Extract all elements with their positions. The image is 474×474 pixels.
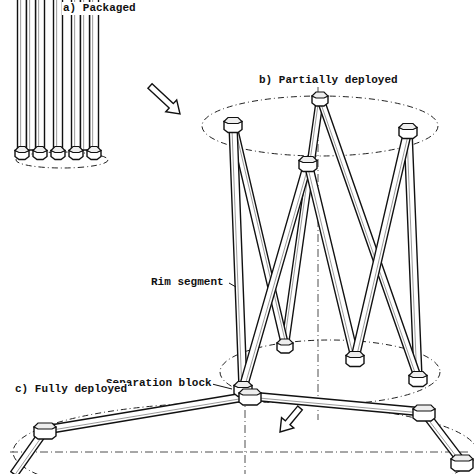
leader-line [212, 384, 232, 389]
block-top [277, 339, 293, 345]
segment-edge [244, 163, 309, 388]
block-top [34, 423, 56, 429]
rim-segment [27, 0, 36, 150]
rim-segment [44, 392, 250, 434]
block-top [399, 124, 417, 130]
segment-edge [38, 0, 39, 150]
block-top [312, 92, 328, 98]
block-top [51, 147, 65, 153]
block-top [33, 147, 47, 153]
segment-edge [20, 0, 21, 150]
stage-caption: c) Fully deployed [14, 383, 128, 396]
stage-caption: b) Partially deployed [258, 74, 399, 87]
rim-segment [351, 129, 412, 359]
block-top [69, 147, 83, 153]
segment-edge [232, 124, 242, 388]
segment-edge [83, 0, 84, 150]
rim-segment [18, 0, 27, 150]
part-label: Rim segment [150, 276, 225, 289]
rim-segment [90, 0, 99, 150]
segment-edge [319, 98, 417, 378]
block-top [451, 455, 473, 461]
rim-segments [11, 0, 465, 474]
leader-line [229, 283, 236, 287]
segment-edge [74, 0, 75, 150]
block-top [15, 147, 29, 153]
block-top [234, 382, 252, 388]
block-top [239, 389, 261, 395]
block-top [409, 372, 427, 378]
rim-segment [250, 392, 425, 416]
rim-segment [229, 124, 247, 388]
segment-edge [29, 0, 30, 150]
segment-edge [250, 397, 424, 413]
center-axis [245, 395, 246, 474]
block-top [224, 118, 242, 124]
rim-segment [317, 97, 422, 379]
segment-edge [56, 0, 57, 150]
rim-segment [81, 0, 90, 150]
separation-blocks [15, 92, 473, 471]
block-top [299, 157, 317, 163]
rim-segment [304, 162, 359, 359]
rim-segment [36, 0, 45, 150]
block-top [87, 147, 101, 153]
sequence-arrow [148, 84, 180, 114]
segment-edge [45, 397, 250, 431]
segment-edge [356, 130, 409, 358]
segment-edge [307, 163, 354, 358]
block-top [413, 405, 435, 411]
rim-segment [54, 0, 63, 150]
center-axis [10, 452, 470, 453]
sequence-arrow [280, 406, 302, 432]
segment-edge [92, 0, 93, 150]
rim-segment [239, 162, 312, 389]
stage-caption: a) Packaged [62, 2, 137, 15]
rim-segment [72, 0, 81, 150]
block-top [346, 352, 364, 358]
